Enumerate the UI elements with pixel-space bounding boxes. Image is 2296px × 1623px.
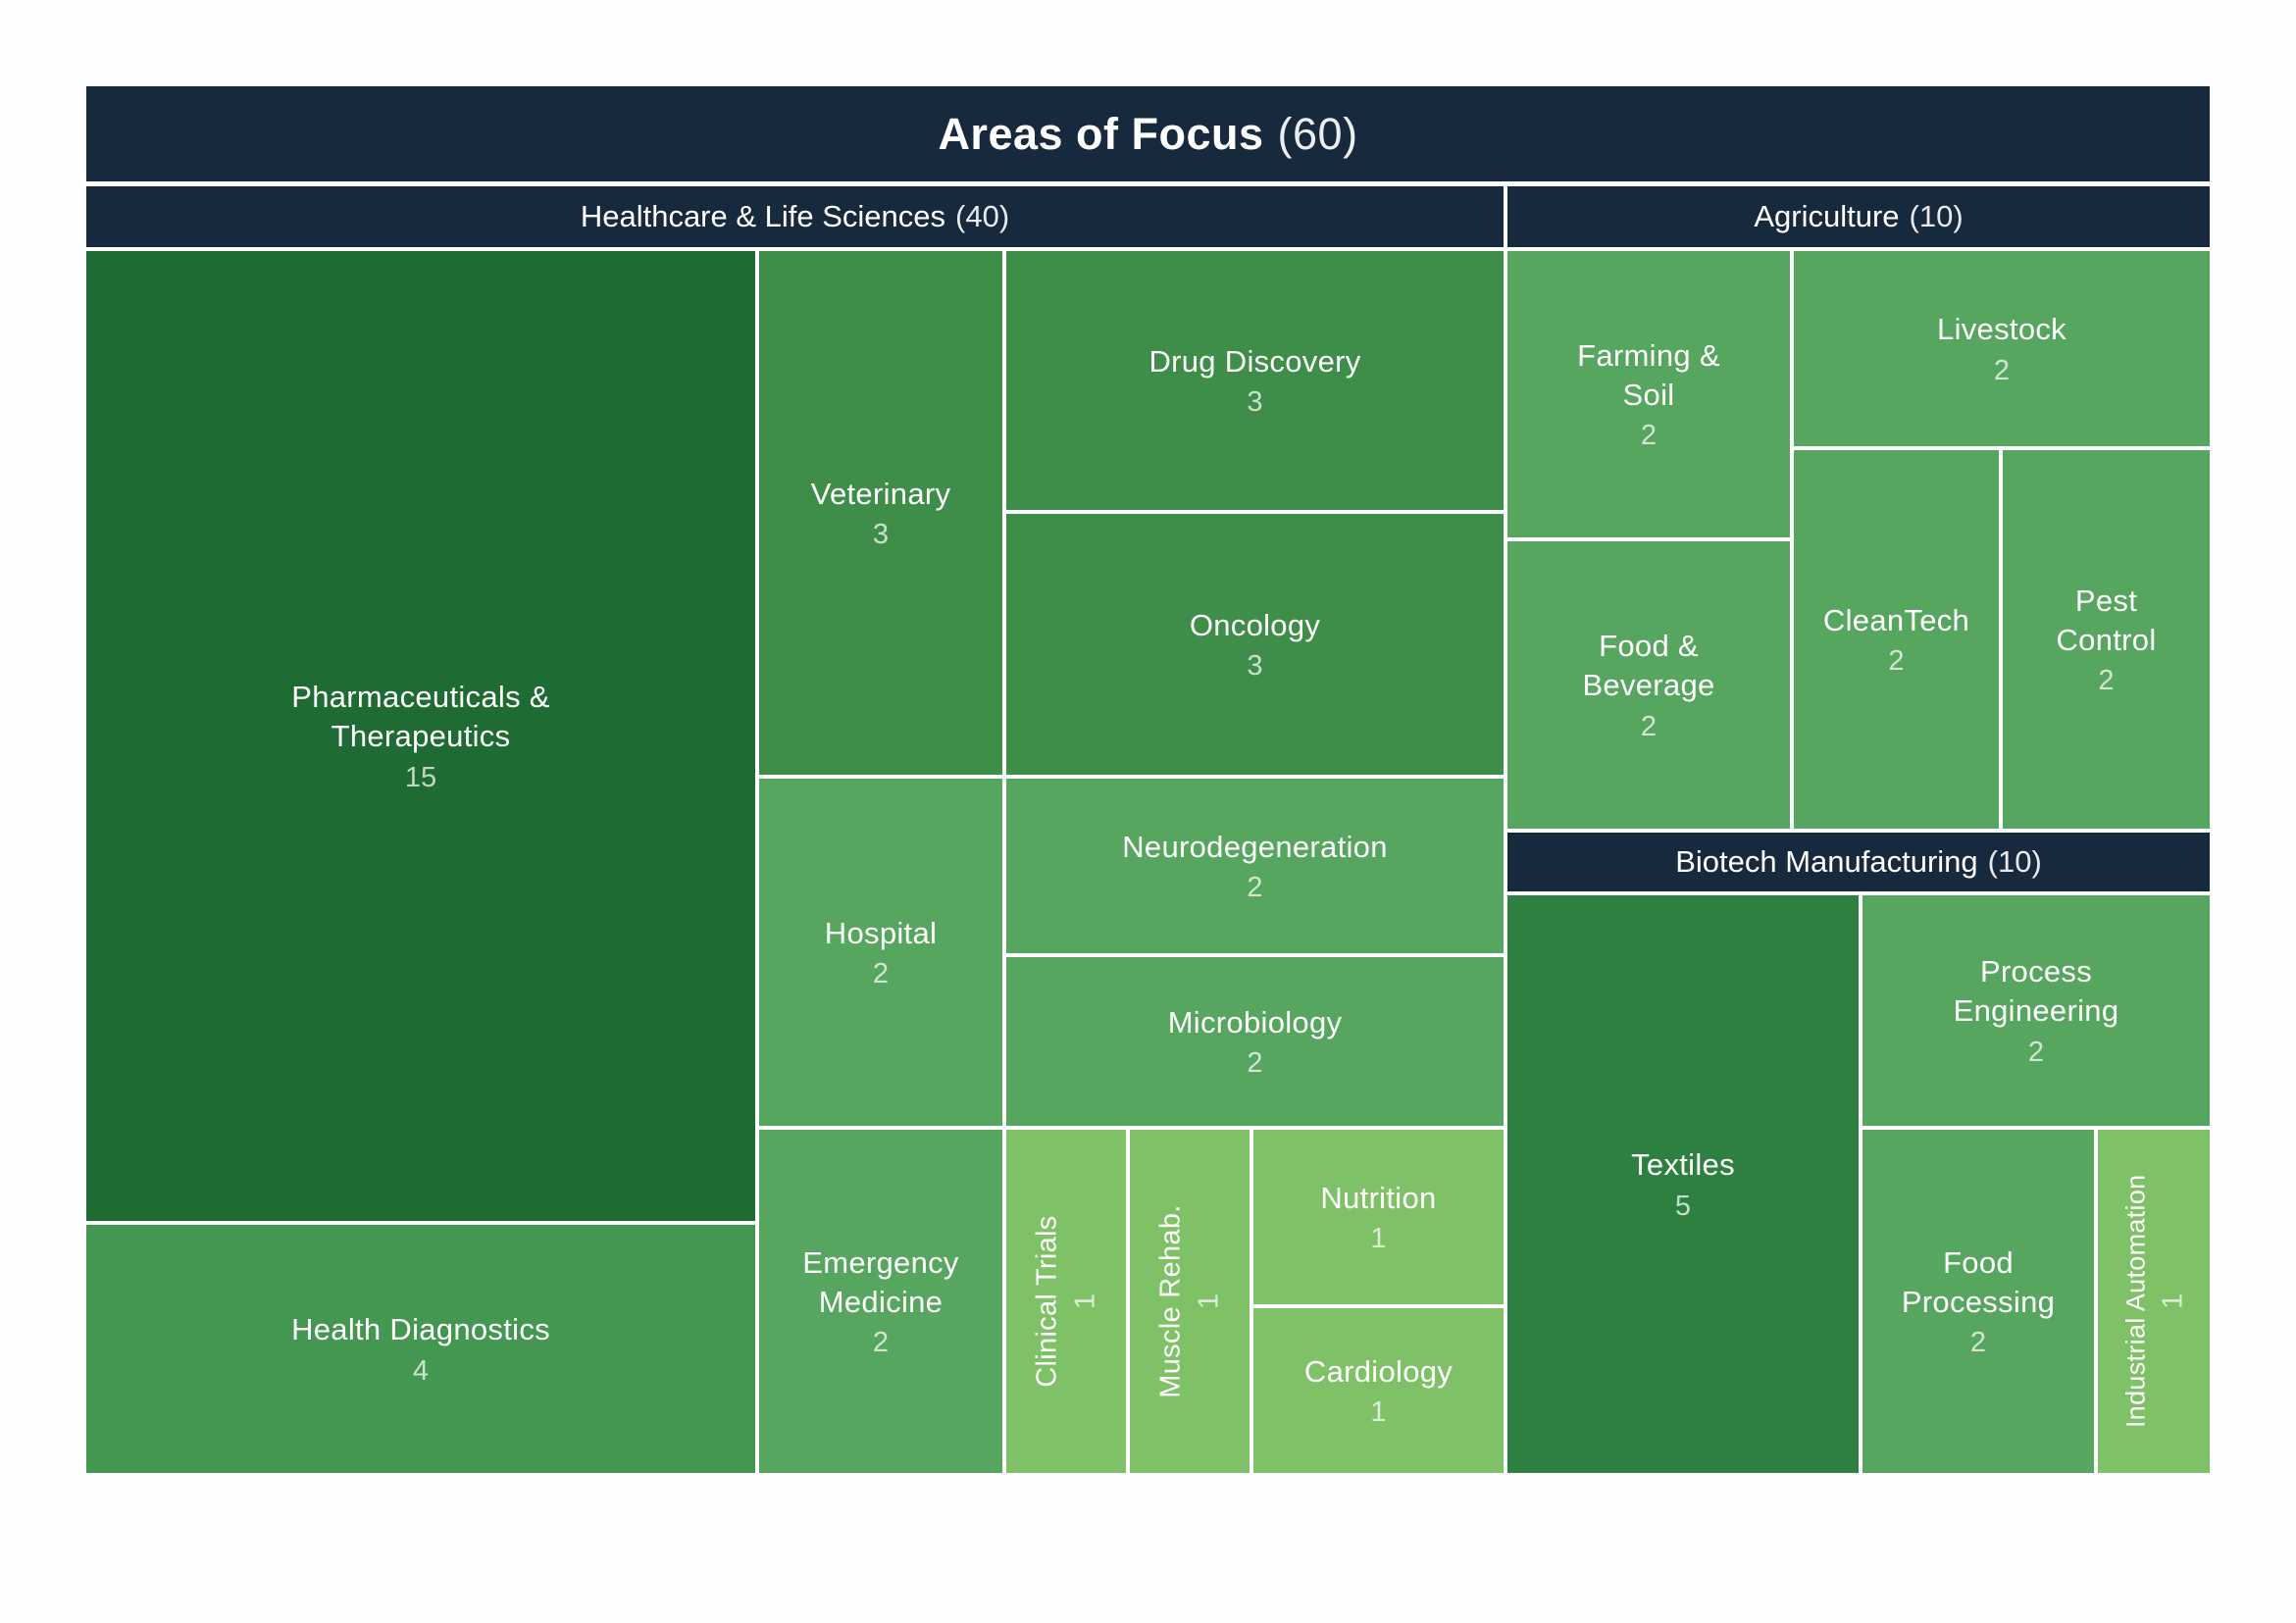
tile-value: 2 bbox=[872, 958, 890, 990]
tile-value: 1 bbox=[1194, 1293, 1226, 1310]
group-header-healthcare: Healthcare & Life Sciences (40) bbox=[86, 186, 1504, 247]
group-label: Healthcare & Life Sciences bbox=[580, 199, 946, 233]
tile-value: 2 bbox=[1993, 354, 2011, 386]
tile-farming-soil[interactable]: Farming & Soil 2 bbox=[1507, 251, 1790, 537]
tile-label: Livestock bbox=[1937, 312, 2066, 347]
tile-value: 5 bbox=[1674, 1190, 1692, 1222]
tile-livestock[interactable]: Livestock 2 bbox=[1794, 251, 2210, 446]
tile-label: Industrial Automation bbox=[2120, 1174, 2151, 1429]
tile-label: Neurodegeneration bbox=[1122, 829, 1388, 864]
tile-label: Muscle Rehab. bbox=[1154, 1204, 1187, 1398]
tile-value: 3 bbox=[1247, 386, 1263, 419]
tile-value: 2 bbox=[1640, 420, 1658, 452]
tile-value: 2 bbox=[1969, 1327, 1987, 1359]
treemap: Areas of Focus (60) Healthcare & Life Sc… bbox=[86, 86, 2210, 1473]
tile-label: Nutrition bbox=[1320, 1180, 1437, 1215]
tile-label: Veterinary bbox=[810, 476, 951, 511]
tile-label: CleanTech bbox=[1822, 602, 1970, 637]
tile-value: 2 bbox=[1247, 872, 1263, 904]
tile-microbiology[interactable]: Microbiology 2 bbox=[1006, 957, 1504, 1126]
tile-emergency-medicine[interactable]: Emergency Medicine 2 bbox=[759, 1130, 1002, 1473]
tile-value: 1 bbox=[1370, 1396, 1387, 1429]
chart-title-count: (60) bbox=[1277, 108, 1358, 159]
tile-label: Pharmaceuticals & Therapeutics bbox=[291, 680, 550, 753]
tile-label: Drug Discovery bbox=[1148, 343, 1361, 379]
tile-label: Cardiology bbox=[1303, 1353, 1454, 1389]
tile-health-diagnostics[interactable]: Health Diagnostics 4 bbox=[86, 1225, 755, 1473]
tile-food-beverage[interactable]: Food & Beverage 2 bbox=[1507, 541, 1790, 829]
tile-label: Pest Control bbox=[2056, 583, 2157, 657]
chart-title: Areas of Focus (60) bbox=[86, 86, 2210, 181]
tile-process-engineering[interactable]: Process Engineering 2 bbox=[1862, 895, 2210, 1126]
group-header-biotech-manufacturing: Biotech Manufacturing (10) bbox=[1507, 833, 2210, 891]
tile-value: 1 bbox=[2156, 1293, 2188, 1310]
group-header-agriculture: Agriculture (10) bbox=[1507, 186, 2210, 247]
tile-hospital[interactable]: Hospital 2 bbox=[759, 779, 1002, 1126]
chart-title-text: Areas of Focus bbox=[938, 108, 1264, 159]
tile-label: Process Engineering bbox=[1953, 954, 2119, 1028]
tile-value: 2 bbox=[1247, 1047, 1263, 1080]
tile-label: Farming & Soil bbox=[1577, 337, 1720, 412]
tile-value: 2 bbox=[2027, 1036, 2045, 1068]
tile-pest-control[interactable]: Pest Control 2 bbox=[2003, 450, 2210, 829]
tile-veterinary[interactable]: Veterinary 3 bbox=[759, 251, 1002, 775]
tile-label: Hospital bbox=[824, 915, 938, 950]
tile-label: Oncology bbox=[1189, 607, 1321, 642]
tile-value: 4 bbox=[412, 1354, 430, 1387]
group-label: Agriculture bbox=[1754, 199, 1900, 233]
tile-label: Food & Beverage bbox=[1582, 629, 1715, 702]
tile-label: Textiles bbox=[1631, 1147, 1735, 1183]
tile-value: 3 bbox=[1247, 650, 1263, 683]
tile-value: 2 bbox=[872, 1327, 890, 1359]
tile-textiles[interactable]: Textiles 5 bbox=[1507, 895, 1859, 1473]
tile-drug-discovery[interactable]: Drug Discovery 3 bbox=[1006, 251, 1504, 510]
tile-value: 2 bbox=[1640, 710, 1658, 742]
tile-food-processing[interactable]: Food Processing 2 bbox=[1862, 1130, 2094, 1473]
tile-value: 1 bbox=[1370, 1223, 1387, 1255]
tile-nutrition[interactable]: Nutrition 1 bbox=[1253, 1130, 1504, 1304]
tile-value: 3 bbox=[872, 519, 890, 551]
tile-muscle-rehab[interactable]: Muscle Rehab. 1 bbox=[1130, 1130, 1250, 1473]
tile-oncology[interactable]: Oncology 3 bbox=[1006, 514, 1504, 775]
tile-pharmaceuticals-therapeutics[interactable]: Pharmaceuticals & Therapeutics 15 bbox=[86, 251, 755, 1221]
tile-label: Health Diagnostics bbox=[291, 1312, 550, 1347]
tile-industrial-automation[interactable]: Industrial Automation 1 bbox=[2098, 1130, 2210, 1473]
tile-label: Clinical Trials bbox=[1031, 1215, 1063, 1388]
tile-value: 1 bbox=[1070, 1293, 1102, 1310]
group-count: (10) bbox=[1909, 199, 1964, 233]
tile-clinical-trials[interactable]: Clinical Trials 1 bbox=[1006, 1130, 1126, 1473]
tile-neurodegeneration[interactable]: Neurodegeneration 2 bbox=[1006, 779, 1504, 953]
group-count: (40) bbox=[955, 199, 1010, 233]
tile-label: Food Processing bbox=[1901, 1244, 2056, 1319]
group-label: Biotech Manufacturing bbox=[1675, 844, 1978, 879]
group-count: (10) bbox=[1987, 844, 2042, 879]
tile-value: 2 bbox=[1888, 645, 1905, 678]
tile-value: 2 bbox=[2098, 665, 2115, 697]
tile-cardiology[interactable]: Cardiology 1 bbox=[1253, 1308, 1504, 1473]
tile-label: Microbiology bbox=[1167, 1004, 1343, 1040]
tile-cleantech[interactable]: CleanTech 2 bbox=[1794, 450, 1999, 829]
tile-label: Emergency Medicine bbox=[802, 1244, 959, 1319]
tile-value: 15 bbox=[404, 761, 437, 793]
